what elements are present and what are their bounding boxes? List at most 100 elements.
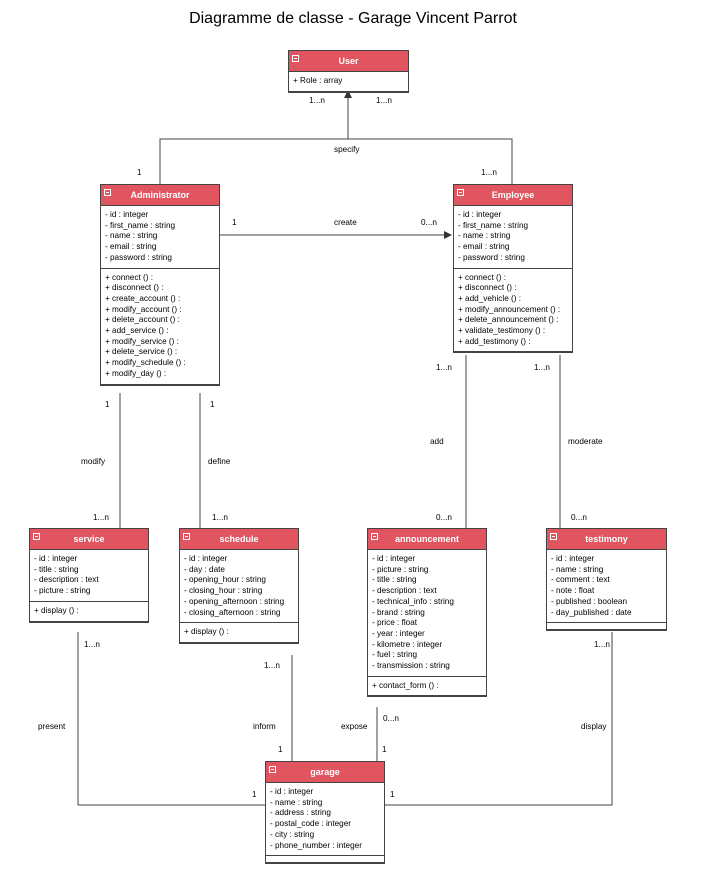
attribute-list: - id : integer- picture : string- title … — [368, 550, 486, 677]
class-garage[interactable]: garage - id : integer- name : string- ad… — [265, 761, 385, 865]
multiplicity-label: 1...n — [436, 363, 452, 372]
class-operation: + create_account () : — [105, 293, 181, 303]
multiplicity-label: 1 — [382, 745, 387, 754]
collapse-icon[interactable] — [183, 533, 190, 540]
class-attribute: - title : string — [34, 564, 79, 574]
class-attribute: - postal_code : integer — [270, 819, 352, 829]
class-attribute: - year : integer — [372, 628, 425, 638]
class-operation: + delete_service () : — [105, 347, 178, 357]
multiplicity-label: 1 — [137, 168, 142, 177]
class-name: service — [73, 534, 105, 544]
class-service[interactable]: service - id : integer- title : string- … — [29, 528, 149, 623]
class-attribute: - phone_number : integer — [270, 840, 362, 850]
attribute-list: - id : integer- first_name : string- nam… — [454, 206, 572, 269]
class-testimony[interactable]: testimony - id : integer- name : string-… — [546, 528, 667, 632]
multiplicity-label: 1 — [105, 400, 110, 409]
class-attribute: - password : string — [458, 252, 525, 262]
collapse-icon[interactable] — [550, 533, 557, 540]
class-announcement[interactable]: announcement - id : integer- picture : s… — [367, 528, 487, 698]
attribute-list: - id : integer- name : string- address :… — [266, 783, 384, 857]
multiplicity-label: 1 — [210, 400, 215, 409]
class-name: User — [338, 56, 359, 66]
collapse-icon[interactable] — [292, 55, 299, 62]
collapse-icon[interactable] — [269, 766, 276, 773]
class-operation: + add_vehicle () : — [458, 293, 522, 303]
collapse-icon[interactable] — [33, 533, 40, 540]
class-attribute: - name : string — [458, 231, 511, 241]
diagram-title: Diagramme de classe - Garage Vincent Par… — [189, 10, 517, 27]
class-operation: + delete_account () : — [105, 315, 180, 325]
display-link — [385, 632, 613, 806]
association-name-display: display — [581, 722, 607, 731]
association-name-moderate: moderate — [568, 437, 603, 446]
class-operation: + modify_account () : — [105, 304, 182, 314]
collapse-icon[interactable] — [104, 189, 111, 196]
class-operation: + display () : — [34, 605, 79, 615]
class-attribute: - title : string — [372, 575, 417, 585]
multiplicity-label: 1 — [252, 790, 257, 799]
class-attribute: - transmission : string — [372, 661, 450, 671]
class-attribute: - kilometre : integer — [372, 639, 443, 649]
class-operation: + add_service () : — [105, 326, 169, 336]
class-attribute: - note : float — [551, 586, 595, 596]
association-name-define: define — [208, 457, 231, 466]
class-attribute: - name : string — [270, 797, 323, 807]
multiplicity-label: 1...n — [594, 640, 610, 649]
class-operation: + contact_form () : — [372, 680, 439, 690]
association-name-present: present — [38, 722, 66, 731]
attribute-list: - id : integer- name : string- comment :… — [547, 550, 666, 624]
class-schedule[interactable]: schedule - id : integer- day : date- ope… — [179, 528, 299, 644]
multiplicity-label: 1...n — [534, 363, 550, 372]
class-operation: + modify_service () : — [105, 336, 179, 346]
specify-link — [159, 138, 513, 184]
class-attribute: - description : text — [34, 575, 99, 585]
multiplicity-label: 1...n — [481, 168, 497, 177]
multiplicity-label: 1 — [390, 790, 395, 799]
class-attribute: - email : string — [105, 242, 157, 252]
class-attribute: - brand : string — [372, 607, 425, 617]
class-operation: + modify_schedule () : — [105, 358, 186, 368]
class-attribute: - name : string — [551, 564, 604, 574]
attribute-list: - id : integer- title : string- descript… — [30, 550, 148, 602]
class-attribute: - id : integer — [34, 554, 78, 563]
association-name-specify: specify — [334, 145, 360, 154]
association-name-add: add — [430, 437, 444, 446]
association-name-modify: modify — [81, 457, 106, 466]
association-name-create: create — [334, 218, 357, 227]
multiplicity-label: 0...n — [436, 513, 452, 522]
class-attribute: - picture : string — [34, 586, 91, 596]
operation-list — [266, 856, 384, 864]
multiplicity-label: 1 — [278, 745, 283, 754]
class-name: Employee — [491, 190, 535, 200]
class-attribute: - first_name : string — [105, 220, 176, 230]
collapse-icon[interactable] — [371, 533, 378, 540]
multiplicity-label: 1...n — [84, 640, 100, 649]
class-operation: + modify_announcement () : — [458, 304, 561, 314]
class-operation: + disconnect () : — [458, 283, 517, 293]
class-attribute: - closing_hour : string — [184, 586, 263, 596]
class-attribute: - price : float — [372, 618, 418, 628]
class-attribute: - id : integer — [551, 554, 595, 563]
operation-list: + display () : — [30, 602, 148, 622]
class-attribute: - id : integer — [105, 210, 149, 219]
multiplicity-label: 1...n — [93, 513, 109, 522]
class-name: Administrator — [130, 190, 190, 200]
attribute-list: - id : integer- first_name : string- nam… — [101, 206, 219, 269]
class-user[interactable]: User + Role : array — [288, 50, 409, 93]
class-name: schedule — [219, 534, 259, 544]
class-attribute: - opening_hour : string — [184, 575, 266, 585]
class-operation: + modify_day () : — [105, 368, 167, 378]
operation-list: + display () : — [180, 623, 298, 643]
class-attribute: - comment : text — [551, 575, 610, 585]
class-administrator[interactable]: Administrator - id : integer- first_name… — [100, 184, 220, 386]
operation-list — [547, 623, 666, 631]
operation-list: + connect () :+ disconnect () :+ create_… — [101, 269, 219, 385]
class-attribute: - fuel : string — [372, 650, 418, 660]
class-attribute: - email : string — [458, 242, 510, 252]
multiplicity-label: 1...n — [264, 661, 280, 670]
collapse-icon[interactable] — [457, 189, 464, 196]
operation-list: + connect () :+ disconnect () :+ add_veh… — [454, 269, 572, 353]
class-employee[interactable]: Employee - id : integer- first_name : st… — [453, 184, 573, 354]
multiplicity-label: 0...n — [383, 714, 399, 723]
class-operation: + connect () : — [105, 272, 154, 282]
